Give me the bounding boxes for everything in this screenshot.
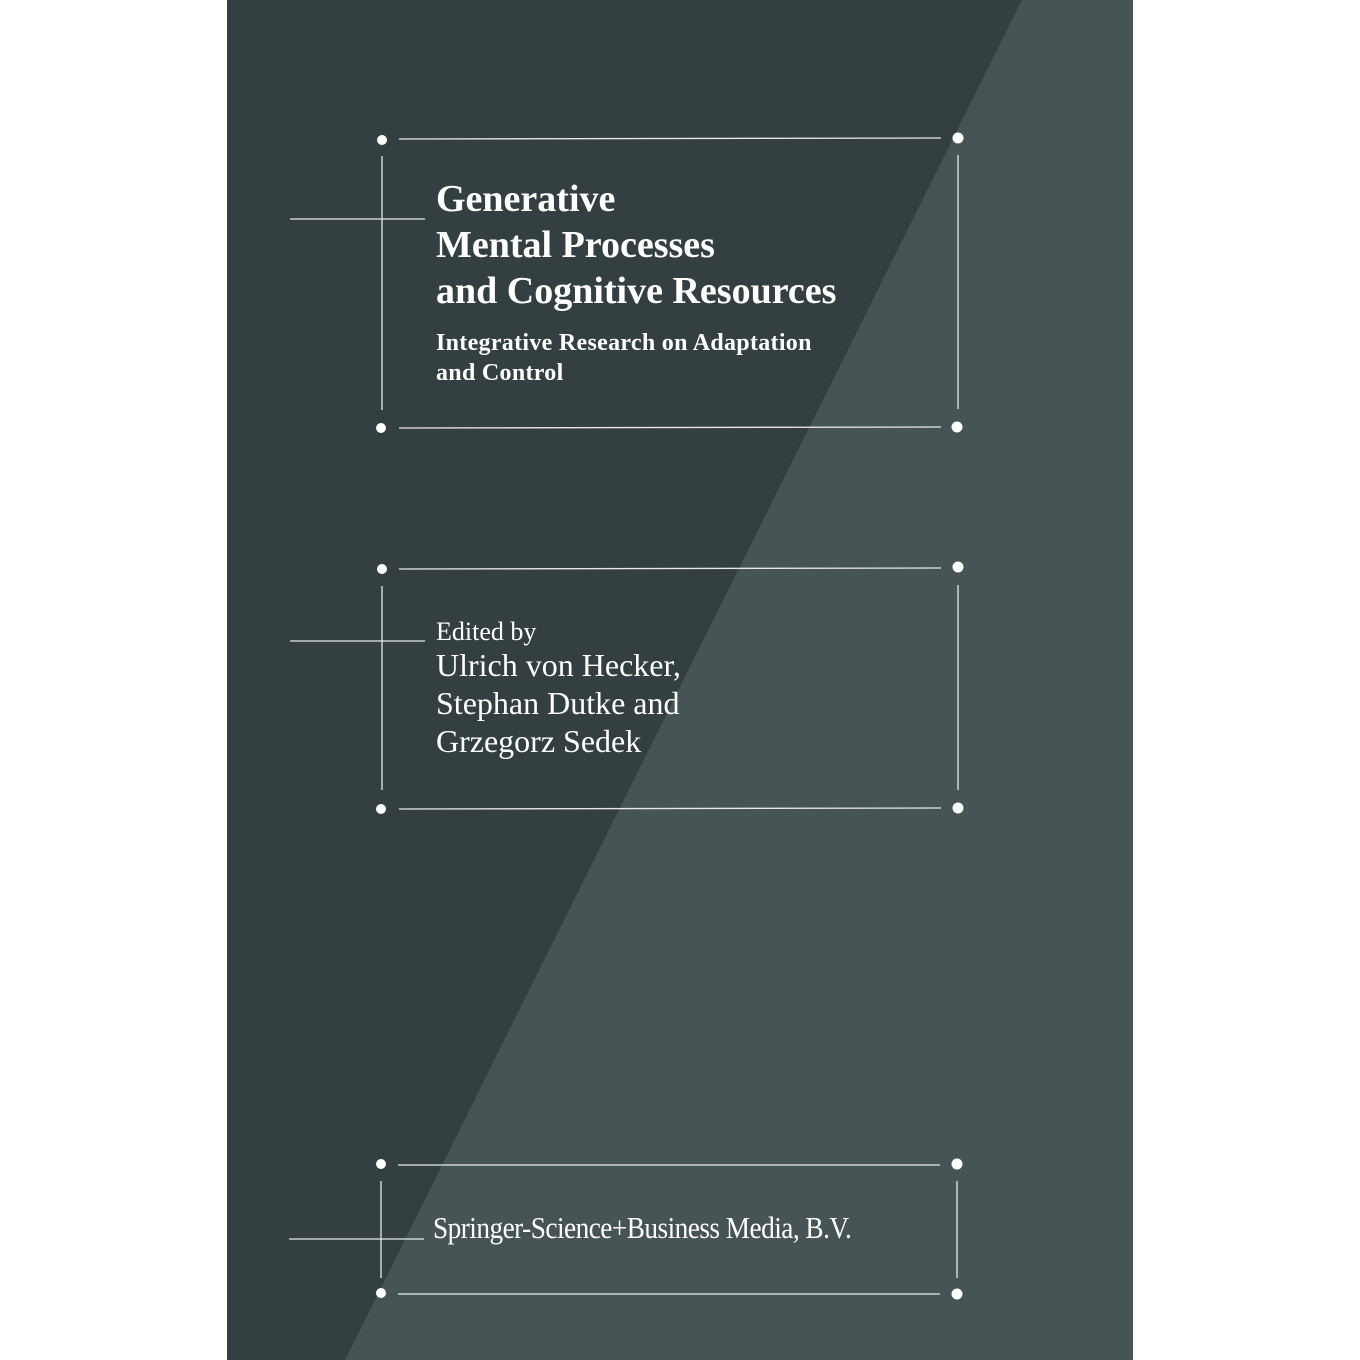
editor-name: Ulrich von Hecker, (436, 647, 681, 683)
book-cover: Generative Mental Processes and Cognitiv… (227, 0, 1133, 1360)
editor-name: Stephan Dutke and (436, 685, 680, 721)
editors-list: Ulrich von Hecker, Stephan Dutke and Grz… (436, 646, 681, 760)
book-subtitle: Integrative Research on Adaptation and C… (436, 328, 812, 388)
book-title: Generative Mental Processes and Cognitiv… (436, 176, 836, 314)
publisher-name: Springer-Science+Business Media, B.V. (433, 1210, 852, 1245)
cover-background (227, 0, 1133, 1360)
title-line: Generative (436, 178, 616, 220)
edited-by-label: Edited by (436, 617, 537, 646)
title-line: Mental Processes (436, 224, 715, 266)
title-line: and Cognitive Resources (436, 270, 837, 312)
subtitle-line: Integrative Research on Adaptation (436, 330, 812, 356)
light-diagonal-panel (345, 0, 1133, 1360)
editor-name: Grzegorz Sedek (436, 723, 642, 759)
subtitle-line: and Control (436, 360, 564, 386)
